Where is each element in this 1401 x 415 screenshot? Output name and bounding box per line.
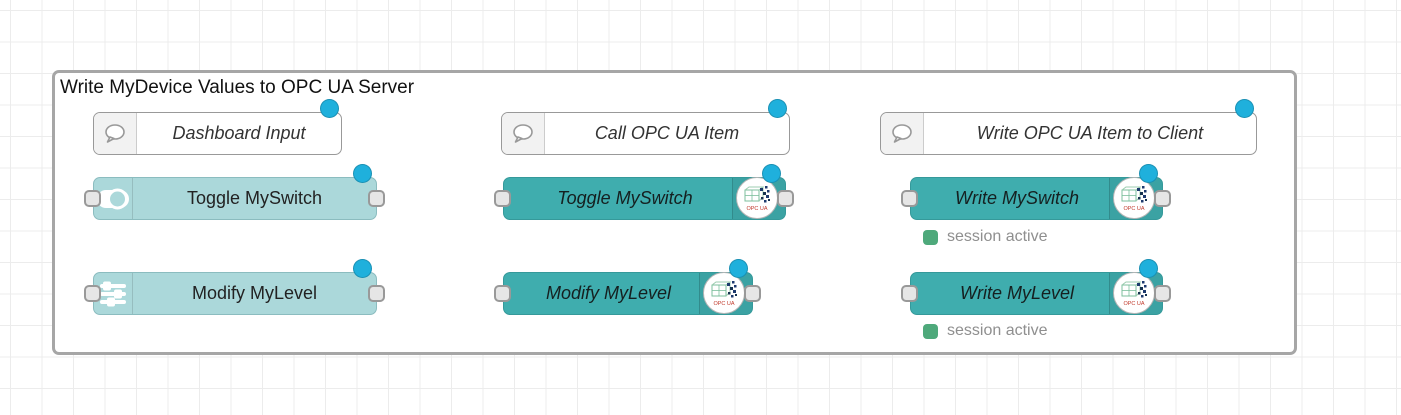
node-modify-mylevel-dashboard[interactable]: Modify MyLevel [93, 272, 377, 315]
node-label: Modify MyLevel [191, 283, 318, 303]
speech-bubble-icon [892, 123, 912, 143]
changed-indicator [768, 99, 787, 118]
input-port[interactable] [901, 190, 918, 207]
changed-indicator [353, 164, 372, 183]
comment-label: Write OPC UA Item to Client [976, 123, 1204, 143]
node-modify-mylevel-opcua[interactable]: Modify MyLevel OPC UA [503, 272, 753, 315]
speech-bubble-icon [513, 123, 533, 143]
opcua-badge-label: OPC UA [1123, 206, 1144, 212]
changed-indicator [1139, 164, 1158, 183]
changed-indicator [762, 164, 781, 183]
comment-node-write-opcua-item[interactable]: Write OPC UA Item to Client [880, 112, 1257, 155]
comment-icon-strip [502, 113, 545, 154]
node-badge-strip: OPC UA [732, 177, 785, 219]
comment-icon-strip [94, 113, 137, 154]
changed-indicator [1139, 259, 1158, 278]
node-label: Toggle MySwitch [186, 188, 323, 208]
comment-label: Call OPC UA Item [594, 123, 740, 143]
input-port[interactable] [901, 285, 918, 302]
opcua-badge-label: OPC UA [1123, 301, 1144, 307]
opcua-badge-label: OPC UA [713, 301, 734, 307]
comment-label: Dashboard Input [172, 123, 306, 143]
node-label: Modify MyLevel [545, 283, 672, 303]
node-badge-strip: OPC UA [699, 272, 752, 314]
toggle-switch-icon [97, 188, 129, 209]
node-status: session active [923, 228, 1048, 246]
opcua-badge-icon: OPC UA [1113, 177, 1155, 219]
node-write-mylevel[interactable]: Write MyLevel OPC UA [910, 272, 1163, 315]
opcua-badge-label: OPC UA [746, 206, 767, 212]
status-label: session active [947, 322, 1048, 339]
node-label: Write MyLevel [959, 283, 1075, 303]
status-dot-icon [923, 229, 938, 245]
node-badge-strip: OPC UA [1109, 177, 1162, 219]
status-dot-icon [923, 323, 938, 339]
input-port[interactable] [494, 190, 511, 207]
changed-indicator [320, 99, 339, 118]
speech-bubble-icon [105, 123, 125, 143]
output-port[interactable] [744, 285, 761, 302]
output-port[interactable] [1154, 285, 1171, 302]
comment-node-dashboard-input[interactable]: Dashboard Input [93, 112, 342, 155]
input-port[interactable] [84, 190, 101, 207]
node-toggle-myswitch-opcua[interactable]: Toggle MySwitch OPC UA [503, 177, 786, 220]
node-write-myswitch[interactable]: Write MySwitch OPC UA [910, 177, 1163, 220]
comment-icon-strip [881, 113, 924, 154]
output-port[interactable] [368, 285, 385, 302]
changed-indicator [729, 259, 748, 278]
group-title: Write MyDevice Values to OPC UA Server [60, 77, 415, 98]
output-port[interactable] [777, 190, 794, 207]
changed-indicator [353, 259, 372, 278]
opcua-badge-icon: OPC UA [736, 177, 778, 219]
status-label: session active [947, 228, 1048, 245]
input-port[interactable] [84, 285, 101, 302]
output-port[interactable] [368, 190, 385, 207]
node-icon-strip [94, 178, 133, 219]
comment-node-call-opcua-item[interactable]: Call OPC UA Item [501, 112, 790, 155]
node-status: session active [923, 322, 1048, 340]
node-badge-strip: OPC UA [1109, 272, 1162, 314]
output-port[interactable] [1154, 190, 1171, 207]
node-icon-strip [94, 273, 133, 314]
node-label: Toggle MySwitch [557, 188, 693, 208]
input-port[interactable] [494, 285, 511, 302]
opcua-badge-icon: OPC UA [703, 272, 745, 314]
node-label: Write MySwitch [954, 188, 1079, 208]
sliders-icon [100, 281, 126, 306]
node-toggle-myswitch-dashboard[interactable]: Toggle MySwitch [93, 177, 377, 220]
changed-indicator [1235, 99, 1254, 118]
opcua-badge-icon: OPC UA [1113, 272, 1155, 314]
